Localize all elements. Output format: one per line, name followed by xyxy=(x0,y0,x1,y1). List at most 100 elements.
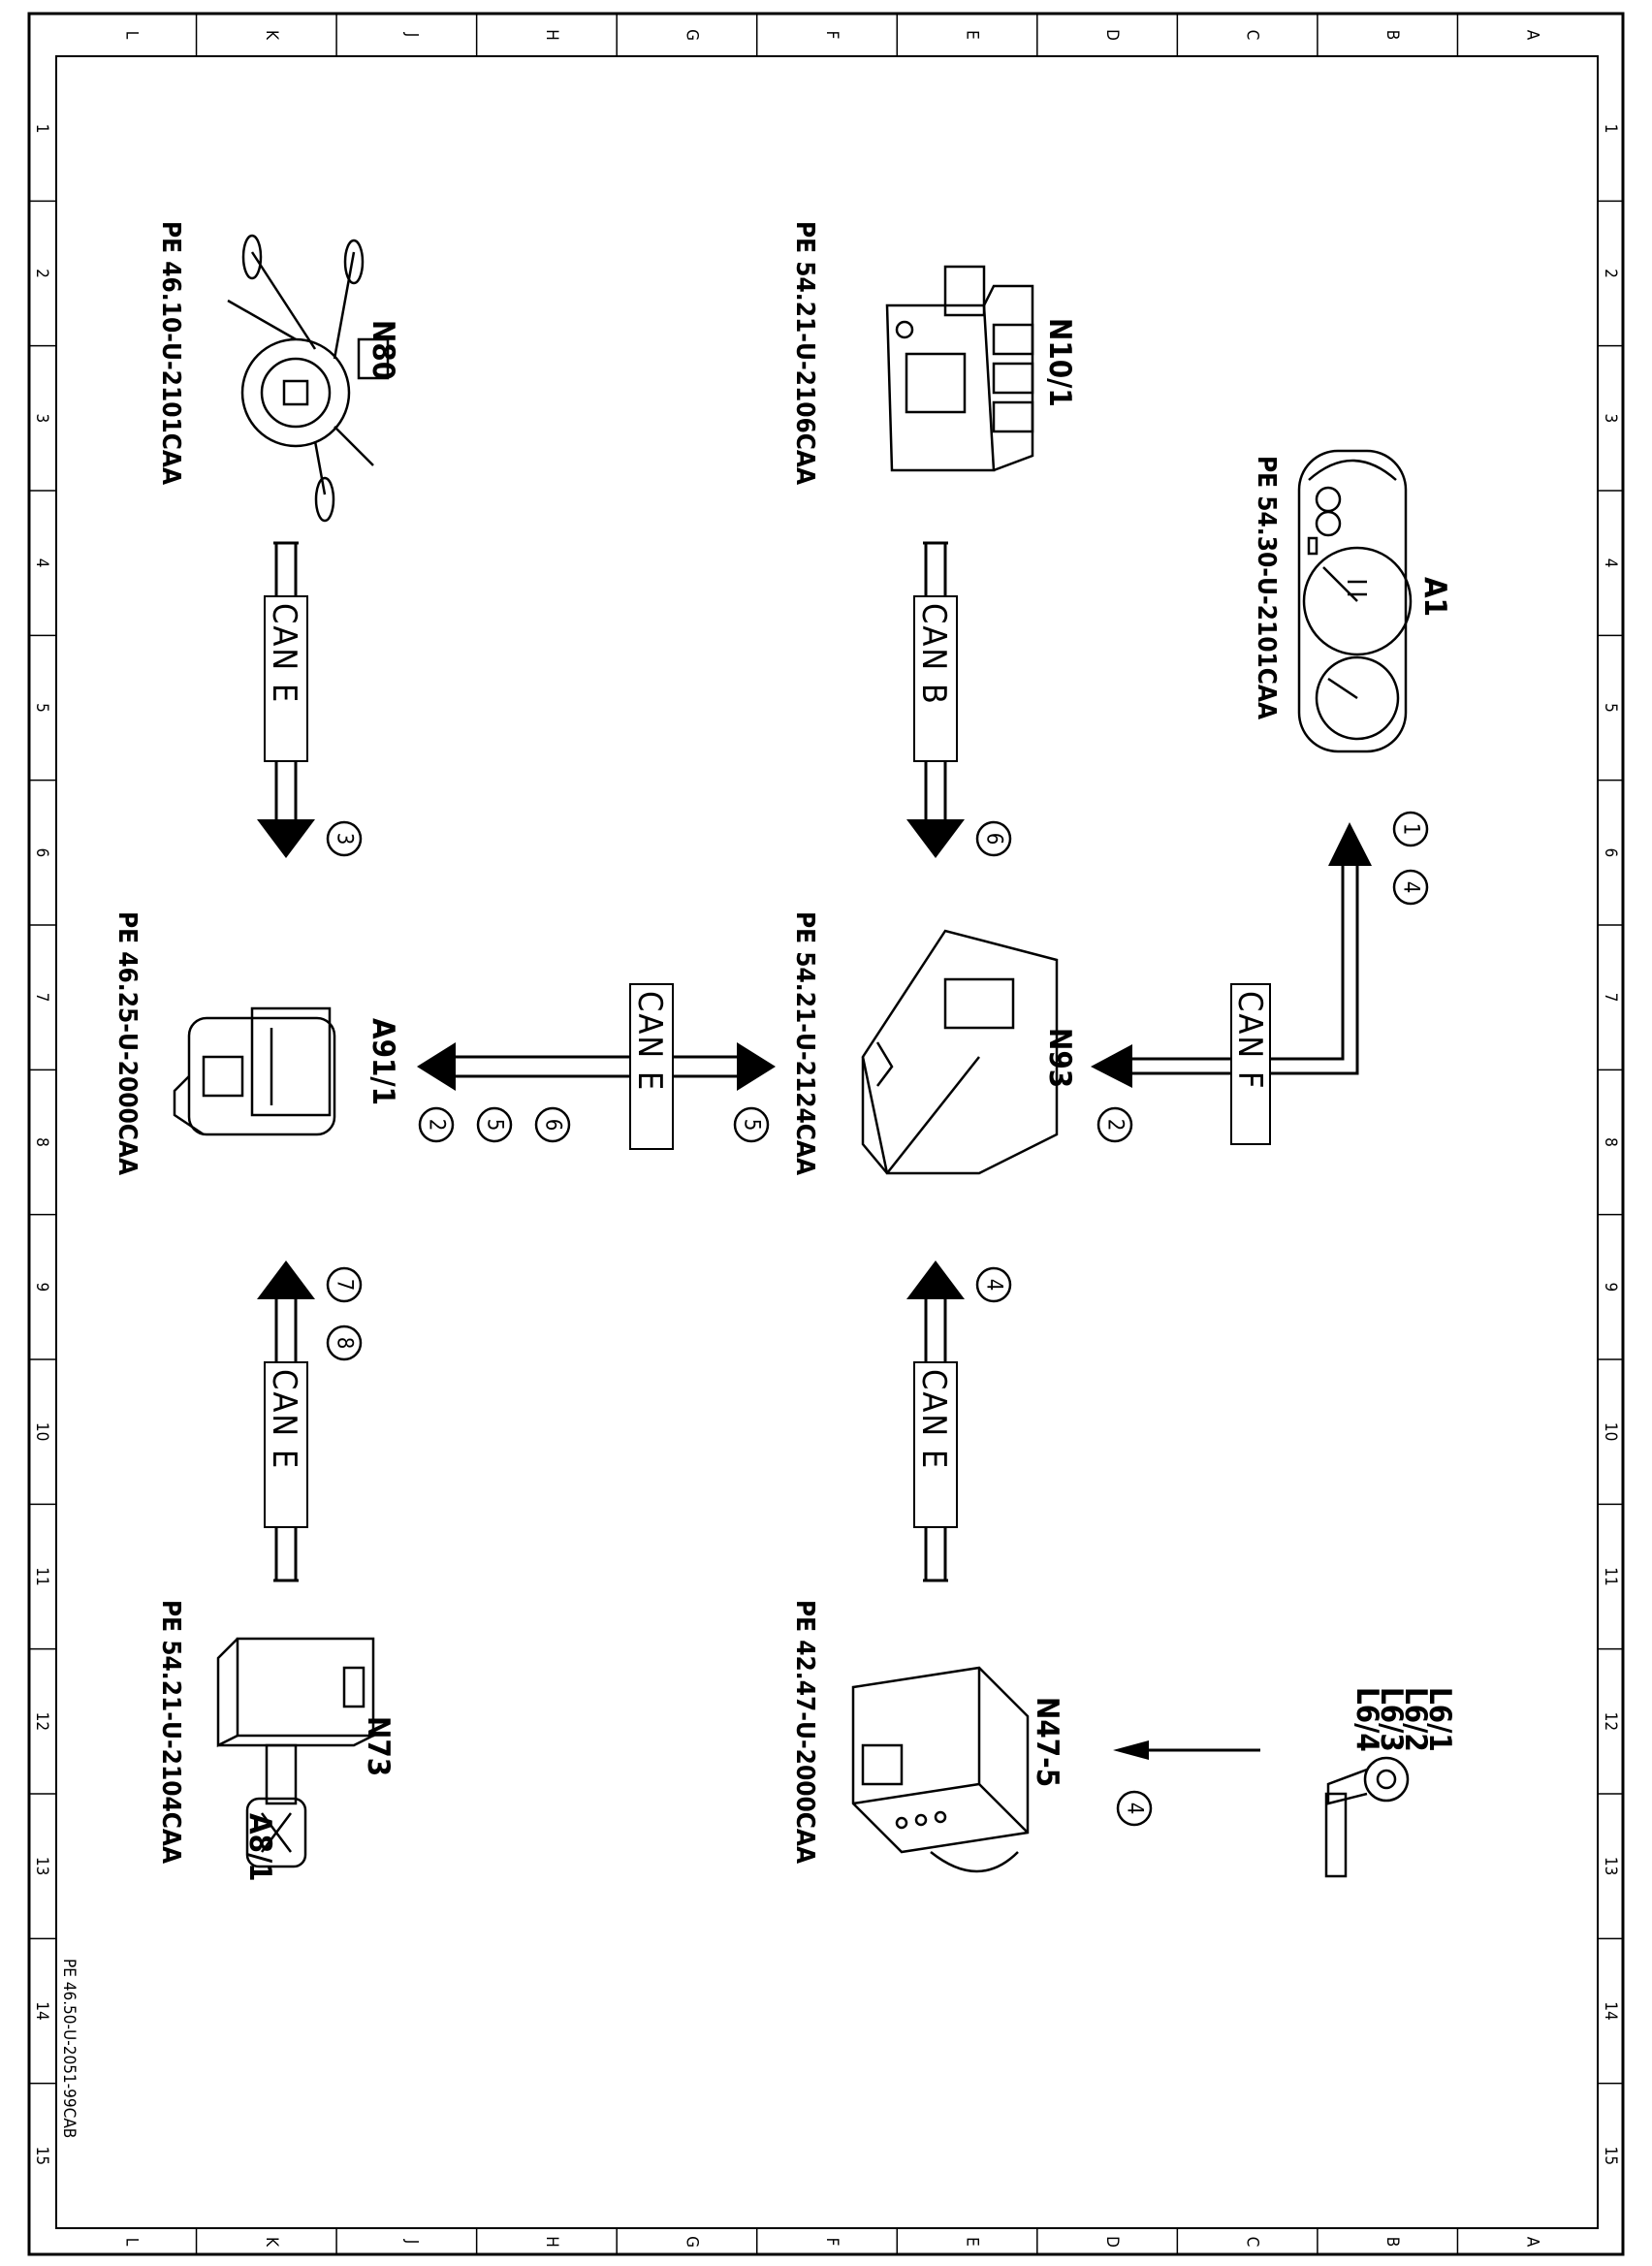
can-e-mid-arrow-right xyxy=(737,1042,776,1091)
grid-number-left: 4 xyxy=(32,559,51,568)
circle-a91-5-text: 5 xyxy=(483,1119,507,1132)
grid-letter-bottom: H xyxy=(542,2236,561,2248)
n10-1-module[interactable]: N10/1 PE 54.21-U-2106CAA xyxy=(790,221,1077,485)
circle-a91-5: 5 xyxy=(476,1106,513,1143)
grid-letter-bottom: B xyxy=(1382,2237,1402,2248)
a91-1-module[interactable]: A91/1 PE 46.25-U-2000CAA xyxy=(112,911,400,1175)
can-e-bus-n73: CAN E xyxy=(257,1261,315,1582)
n93-ref: PE 54.21-U-2124CAA xyxy=(790,911,819,1175)
grid-letter-bottom: D xyxy=(1102,2236,1122,2248)
circle-a1-1-text: 1 xyxy=(1399,823,1423,836)
grid-letter-top: J xyxy=(401,32,421,38)
grid-letter-bottom: G xyxy=(682,2236,701,2248)
a1-label: A1 xyxy=(1417,577,1452,617)
grid-number-right: 1 xyxy=(1601,124,1620,134)
l6-sensor-icon xyxy=(1324,1756,1410,1878)
circle-l6-4: 4 xyxy=(1116,1790,1153,1827)
l6-sensors[interactable]: L6/1 L6/2 L6/3 L6/4 xyxy=(1324,1687,1457,1878)
n10-1-icon xyxy=(885,265,1034,472)
can-f-arrow-left xyxy=(1091,1044,1132,1088)
grid-number-right: 12 xyxy=(1601,1712,1620,1731)
grid-number-right: 3 xyxy=(1601,413,1620,423)
grid-number-left: 11 xyxy=(32,1567,51,1585)
n47-5-ref: PE 42.47-U-2000CAA xyxy=(790,1600,819,1864)
can-f-label: CAN F xyxy=(1230,991,1269,1090)
circle-n47-4: 4 xyxy=(975,1266,1012,1303)
grid-number-right: 15 xyxy=(1601,2147,1620,2165)
grid-letter-bottom: K xyxy=(262,2237,281,2248)
inner-frame xyxy=(55,55,1599,2229)
can-e-n47-arrow-up xyxy=(906,1261,965,1299)
circle-n10-6: 6 xyxy=(975,820,1012,857)
circle-a1-1: 1 xyxy=(1392,811,1429,847)
l6-4-label: L6/4 xyxy=(1350,1687,1384,1752)
grid-letter-bottom: C xyxy=(1243,2237,1262,2248)
a1-instrument-cluster[interactable]: A1 PE 54.30-U-2101CAA xyxy=(1252,449,1452,753)
n47-5-module[interactable]: N47-5 PE 42.47-U-2000CAA xyxy=(790,1600,1064,1873)
l6-arrow-left xyxy=(1113,1740,1149,1760)
grid-number-right: 11 xyxy=(1601,1567,1620,1585)
n80-label: N80 xyxy=(365,320,400,380)
drawing-code: PE 46.50-U-2051-99CAB xyxy=(59,1959,79,2138)
can-f-bus: CAN F xyxy=(1091,822,1372,1145)
grid-letter-bottom: E xyxy=(963,2237,982,2247)
grid-number-left: 6 xyxy=(32,847,51,857)
grid-number-left: 14 xyxy=(32,2001,51,2020)
a1-icon xyxy=(1297,449,1413,753)
can-b-arrow-down xyxy=(906,819,965,858)
circle-mid-5: 5 xyxy=(733,1106,770,1143)
circle-a1-4: 4 xyxy=(1392,869,1429,906)
circle-a91-6: 6 xyxy=(534,1106,571,1143)
grid-number-right: 5 xyxy=(1601,703,1620,713)
n93-icon xyxy=(861,929,1059,1175)
grid-number-left: 9 xyxy=(32,1282,51,1292)
grid-number-right: 14 xyxy=(1601,2001,1620,2020)
grid-number-left: 1 xyxy=(32,124,51,134)
circle-n73-7: 7 xyxy=(326,1266,363,1303)
n80-icon xyxy=(227,234,390,523)
a1-ref: PE 54.30-U-2101CAA xyxy=(1252,456,1281,719)
grid-letter-top: B xyxy=(1382,30,1402,41)
grid-number-left: 3 xyxy=(32,413,51,423)
grid-letter-bottom: A xyxy=(1523,2237,1542,2248)
circle-a91-2-text: 2 xyxy=(425,1119,449,1132)
n93-label: N93 xyxy=(1042,1028,1077,1088)
grid-number-left: 13 xyxy=(32,1857,51,1875)
circle-n73-8: 8 xyxy=(326,1324,363,1361)
can-e-n47-label: CAN E xyxy=(914,1369,953,1470)
l6-to-n47-link xyxy=(1113,1740,1260,1760)
grid-number-left: 7 xyxy=(32,993,51,1003)
n73-label: N73 xyxy=(361,1716,396,1776)
l6-1-label: L6/1 xyxy=(1422,1687,1457,1752)
l6-3-label: L6/3 xyxy=(1374,1687,1409,1752)
can-e-n80-label: CAN E xyxy=(265,603,303,704)
n10-1-label: N10/1 xyxy=(1042,318,1077,407)
circle-n73-7-text: 7 xyxy=(333,1279,357,1292)
grid-number-right: 7 xyxy=(1601,993,1620,1003)
grid-letter-top: H xyxy=(542,29,561,41)
a91-1-ref: PE 46.25-U-2000CAA xyxy=(112,911,142,1175)
grid-number-left: 2 xyxy=(32,269,51,278)
a91-1-label: A91/1 xyxy=(365,1018,400,1105)
n73-module[interactable]: N73 A8/1 PE 54.21-U-2104CAA xyxy=(156,1600,396,1882)
a91-1-icon xyxy=(173,1006,336,1136)
can-e-mid-label: CAN E xyxy=(630,991,669,1092)
n10-1-ref: PE 54.21-U-2106CAA xyxy=(790,221,819,485)
grid-number-left: 12 xyxy=(32,1712,51,1731)
l6-2-label: L6/2 xyxy=(1398,1687,1433,1752)
can-e-bus-n47: CAN E xyxy=(906,1261,965,1582)
circle-n47-4-text: 4 xyxy=(982,1279,1006,1292)
circle-a1-4-text: 4 xyxy=(1399,881,1423,894)
can-e-bus-n80: CAN E xyxy=(257,541,315,858)
grid-letter-top: L xyxy=(121,31,141,40)
n93-module[interactable]: N93 PE 54.21-U-2124CAA xyxy=(790,911,1077,1175)
n80-module[interactable]: N80 PE 46.10-U-2101CAA xyxy=(156,221,400,523)
circle-mid-5-text: 5 xyxy=(740,1119,764,1132)
n73-ref: PE 54.21-U-2104CAA xyxy=(156,1600,185,1864)
can-b-label: CAN B xyxy=(914,603,953,706)
grid-number-left: 15 xyxy=(32,2147,51,2165)
grid-letter-top: D xyxy=(1102,29,1122,41)
